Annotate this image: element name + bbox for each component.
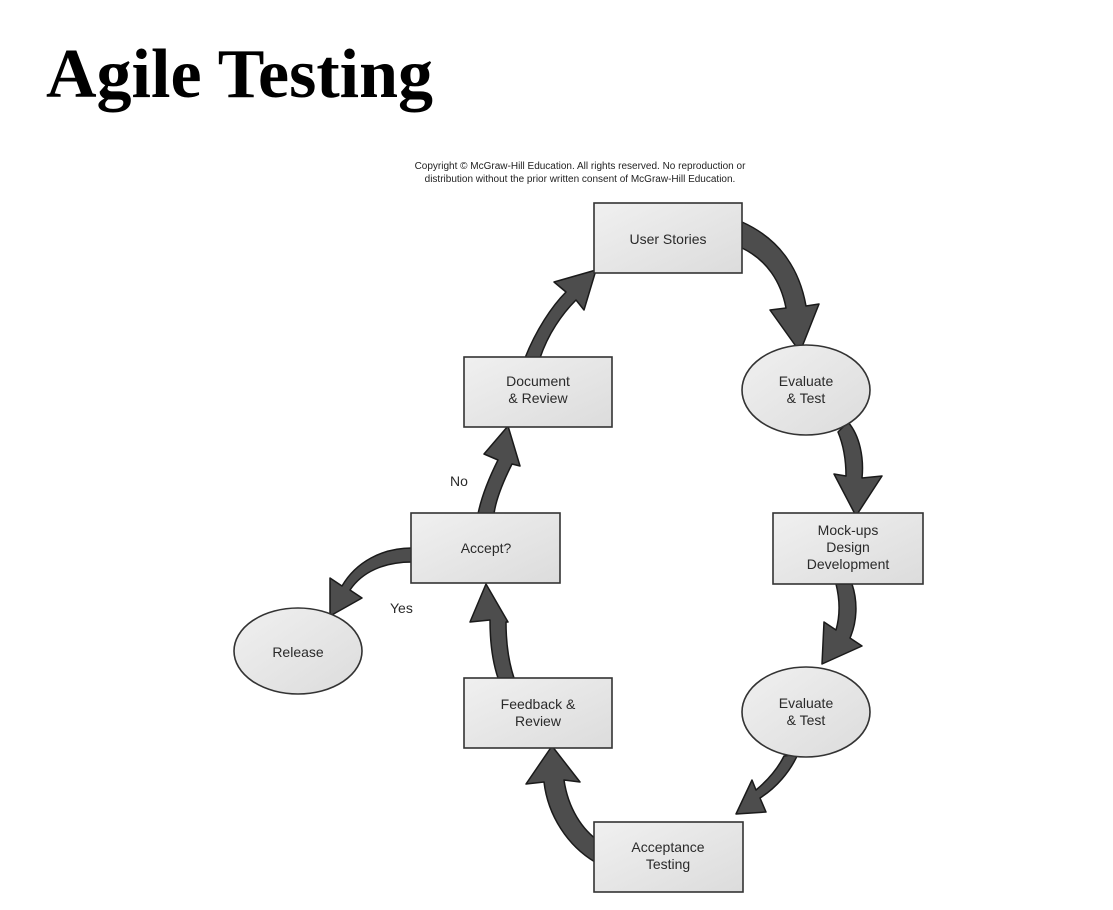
arrow-feedback-to-accept (469, 583, 515, 679)
node-evaluate-test-2: Evaluate & Test (741, 666, 871, 758)
node-evaluate-test-1-line-2: & Test (787, 390, 826, 406)
node-mockups-design-development: Mock-ups Design Development (772, 512, 924, 585)
node-user-stories: User Stories (593, 202, 743, 274)
node-document-review-line-2: & Review (508, 390, 568, 406)
edge-label-no: No (450, 473, 468, 489)
node-acceptance-testing-line-1: Acceptance (631, 839, 704, 855)
node-accept-label: Accept? (461, 540, 512, 556)
node-evaluate-test-1-line-1: Evaluate (779, 373, 834, 389)
arrow-accept-to-release (329, 547, 413, 617)
arrow-accept-to-document (477, 425, 521, 515)
node-mockups-line-2: Design (826, 539, 870, 555)
node-release-label: Release (272, 644, 324, 660)
node-evaluate-test-2-line-1: Evaluate (779, 695, 834, 711)
node-mockups-line-3: Development (807, 556, 890, 572)
node-release: Release (233, 607, 363, 695)
arrow-document-to-userstories (524, 269, 597, 359)
arrow-evaluate1-to-mockups (833, 421, 883, 517)
arrow-userstories-to-evaluate1 (741, 221, 820, 353)
node-mockups-line-1: Mock-ups (818, 522, 879, 538)
node-document-review: Document & Review (463, 356, 613, 428)
node-acceptance-testing: Acceptance Testing (593, 821, 744, 893)
copyright-line-2: distribution without the prior written c… (424, 174, 736, 185)
node-document-review-line-1: Document (506, 373, 570, 389)
node-feedback-review-line-2: Review (515, 713, 562, 729)
node-feedback-review: Feedback & Review (463, 677, 613, 749)
arrow-evaluate2-to-acceptance (735, 753, 799, 815)
node-evaluate-test-1: Evaluate & Test (741, 344, 871, 436)
copyright-line-1: Copyright © McGraw-Hill Education. All r… (414, 161, 746, 172)
arrow-acceptance-to-feedback (525, 745, 601, 863)
copyright-notice: Copyright © McGraw-Hill Education. All r… (330, 160, 830, 186)
node-acceptance-testing-line-2: Testing (646, 856, 690, 872)
node-accept: Accept? (410, 512, 561, 584)
node-feedback-review-line-1: Feedback & (501, 696, 576, 712)
node-user-stories-label: User Stories (629, 231, 706, 247)
arrow-mockups-to-evaluate2 (821, 583, 863, 665)
node-evaluate-test-2-line-2: & Test (787, 712, 826, 728)
page-title: Agile Testing (46, 36, 434, 113)
edge-label-yes: Yes (390, 600, 413, 616)
